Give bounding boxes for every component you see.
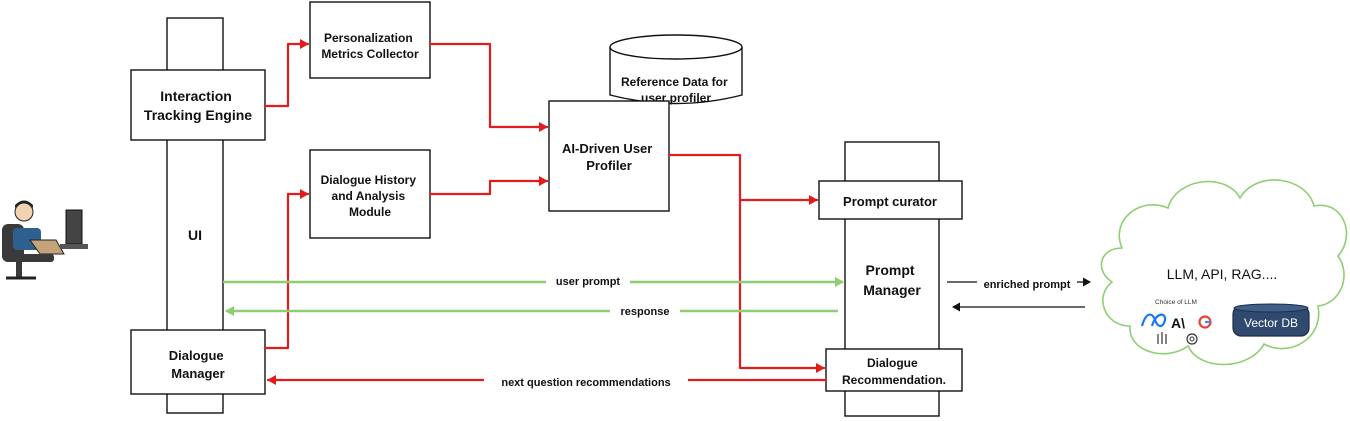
edge-interaction-to-personalization — [263, 39, 310, 108]
ui-label: UI — [188, 227, 202, 243]
dialogue-history-module-label: Dialogue History and Analysis Module — [321, 173, 420, 219]
dialogue-manager-label: Dialogue Manager — [169, 348, 228, 381]
dialogue-recommendation — [825, 348, 963, 392]
llm-label: LLM, API, RAG.... — [1167, 266, 1277, 282]
reference-data-store — [609, 34, 743, 105]
next-question-label: next question recommendations — [501, 377, 670, 389]
vector-db — [1232, 303, 1310, 337]
person-at-computer-icon — [2, 200, 88, 280]
vector-db-label: Vector DB — [1244, 316, 1298, 330]
prompt-manager-label: Prompt Manager — [863, 262, 921, 298]
prompt-curator-label: Prompt curator — [843, 194, 937, 209]
response-label: response — [621, 306, 670, 318]
enriched-prompt-label: enriched prompt — [984, 279, 1071, 291]
meta-logo-icon — [1140, 313, 1167, 328]
reference-data-label: Reference Data for user profiler — [621, 75, 731, 105]
edge-personalization-to-profiler — [428, 42, 549, 132]
dialogue-history-module — [309, 149, 431, 239]
edge-profiler-to-prompt-curator — [667, 153, 819, 205]
openai-logo-icon — [1186, 333, 1198, 345]
edge-profiler-to-dialogue-recommendation — [738, 198, 826, 373]
interaction-tracking-engine-label: Interaction Tracking Engine — [144, 88, 252, 123]
prompt-curator — [818, 180, 963, 220]
edge-dialogue-manager-to-history — [263, 189, 310, 350]
anthropic-logo-icon: A\ — [1171, 315, 1185, 331]
personalization-metrics-collector — [309, 1, 431, 79]
interaction-tracking-engine — [130, 69, 266, 141]
personalization-metrics-collector-label: Personalization Metrics Collector — [321, 31, 419, 61]
dialogue-recommendation-label: Dialogue Recommendation. — [842, 356, 946, 387]
svg-text:A\: A\ — [1171, 315, 1185, 331]
ai-driven-user-profiler — [548, 100, 670, 212]
edge-history-to-profiler — [428, 176, 549, 196]
llama-logo-icon — [1157, 332, 1167, 344]
choice-llm-label: Choice of LLM — [1155, 299, 1197, 306]
user-prompt-label: user prompt — [556, 276, 621, 288]
ai-driven-user-profiler-label: AI-Driven User Profiler — [562, 141, 656, 173]
google-logo-icon — [1198, 315, 1212, 329]
dialogue-manager — [130, 329, 266, 395]
